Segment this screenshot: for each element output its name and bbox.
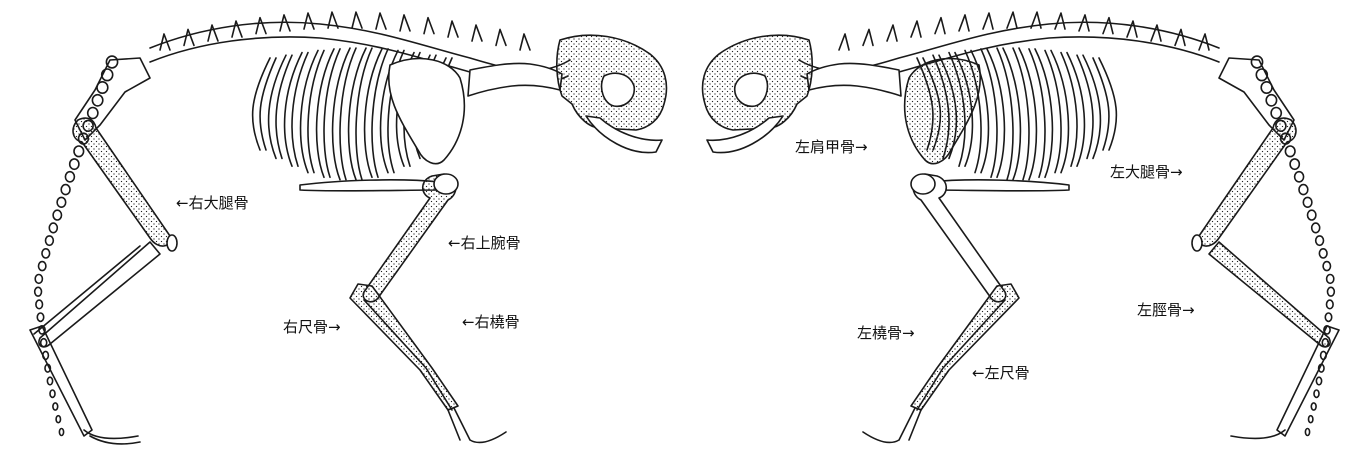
vertebra-spine [839, 34, 849, 50]
tail-vertebra [1299, 185, 1308, 195]
tail-vertebra [88, 108, 98, 119]
cervical-vertebrae [468, 63, 562, 96]
label-left-tibia: 左脛骨→ [1137, 301, 1195, 319]
tail-vertebra [1319, 249, 1327, 258]
vertebra-spine [184, 29, 194, 45]
tail-vertebra [49, 223, 57, 233]
vertebra-spine [520, 34, 530, 50]
tail-vertebra [70, 159, 79, 169]
rib-edge [260, 58, 276, 150]
tail-vertebra [1316, 377, 1321, 385]
vertebra-spine [959, 15, 969, 31]
tail-vertebra [1314, 390, 1319, 397]
tail-vertebra [1325, 313, 1331, 321]
vertebra-spine [863, 29, 873, 45]
tail-vertebra [65, 172, 74, 182]
tail-vertebrae [35, 56, 118, 435]
tail-vertebra [1266, 95, 1276, 106]
tail-vertebra [41, 339, 47, 347]
label-right-radius: ←右橈骨 [462, 313, 520, 331]
vertebra-spine [448, 21, 458, 37]
label-right-ulna: 右尺骨→ [283, 318, 341, 336]
tail-vertebra [57, 197, 66, 207]
vertebra-spine [983, 13, 993, 29]
tail-vertebra [1316, 236, 1324, 245]
vertebra-spine [496, 29, 506, 45]
tail-vertebra [46, 236, 54, 245]
tail-vertebra [74, 146, 84, 157]
tail-vertebra [1290, 159, 1299, 169]
vertebra-spine [424, 18, 434, 34]
vertebra-spine [304, 13, 314, 29]
vertebra-spine [256, 18, 266, 34]
rib-edge [1093, 58, 1109, 150]
cervical-vertebrae [807, 63, 901, 96]
tail-vertebra [1311, 403, 1316, 410]
tail-vertebra [37, 313, 43, 321]
tail-vertebra [39, 262, 46, 271]
tail-vertebra [50, 390, 55, 397]
vertebra-spine [1007, 12, 1017, 28]
vertebra-spine [376, 13, 386, 29]
tail-vertebra [35, 275, 42, 284]
right-tibia [39, 242, 160, 347]
label-left-scapula: 左肩甲骨→ [795, 138, 868, 156]
vertebra-spine [1175, 29, 1185, 45]
tail-vertebra [1285, 146, 1295, 157]
tail-vertebrae [1251, 56, 1334, 435]
vertebra-spine [911, 21, 921, 37]
label-left-radius: 左橈骨→ [857, 324, 915, 342]
right-fore-foot [448, 408, 506, 442]
vertebra-spine [472, 25, 482, 41]
tail-vertebra [1305, 429, 1309, 436]
tail-vertebra [56, 416, 60, 423]
tail-vertebra [106, 56, 117, 68]
tail-vertebra [1295, 172, 1304, 182]
label-right-femur: ←右大腿骨 [176, 194, 249, 212]
left-scapula [905, 59, 981, 164]
tail-vertebra [59, 429, 63, 436]
tail-vertebra [1328, 287, 1335, 296]
tail-vertebra [1327, 300, 1334, 309]
tail-vertebra [92, 95, 102, 106]
tail-vertebra [47, 377, 52, 385]
label-right-humerus: ←右上腕骨 [448, 234, 521, 252]
tail-vertebra [53, 403, 58, 410]
tail-vertebra [36, 300, 43, 309]
sternum [300, 180, 440, 191]
tail-vertebra [1251, 56, 1262, 68]
tail-vertebra [61, 185, 70, 195]
vertebra-spine [352, 12, 362, 28]
vertebra-spine [400, 15, 410, 31]
tail-vertebra [1303, 197, 1312, 207]
tail-vertebra [1312, 223, 1320, 233]
tail-vertebra [1327, 275, 1334, 284]
tail-vertebra [1271, 108, 1281, 119]
left-femur [1199, 118, 1296, 246]
tail-vertebra [42, 249, 50, 258]
left-tibia [1209, 242, 1330, 347]
vertebra-spine [1055, 13, 1065, 29]
label-left-femur: 左大腿骨→ [1110, 163, 1183, 181]
vertebra-spine [208, 25, 218, 41]
right-scapula [389, 59, 465, 164]
tail-vertebra [1308, 210, 1316, 220]
right-femur [73, 118, 170, 246]
vertebra-spine [935, 18, 945, 34]
tail-vertebra [1309, 416, 1313, 423]
label-left-ulna: ←左尺骨 [972, 364, 1030, 382]
vertebra-spine [232, 21, 242, 37]
tail-vertebra [1323, 262, 1330, 271]
tail-vertebra [53, 210, 61, 220]
tail-vertebra [35, 287, 42, 296]
vertebra-spine [1151, 25, 1161, 41]
sternum [929, 180, 1069, 191]
vertebra-spine [887, 25, 897, 41]
right-side-skeleton [30, 12, 666, 444]
vertebra-spine [1103, 18, 1113, 34]
vertebra-spine [1127, 21, 1137, 37]
